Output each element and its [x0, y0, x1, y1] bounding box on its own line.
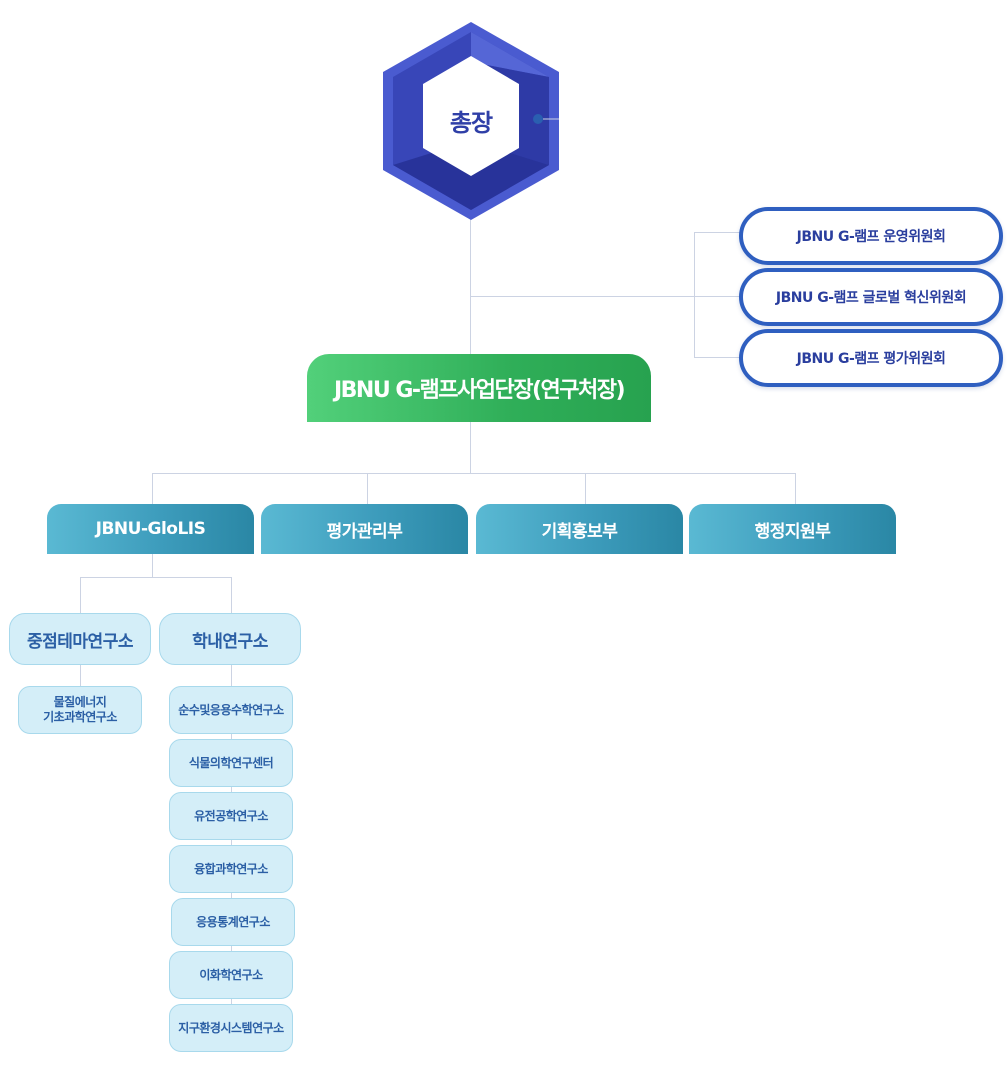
president-label: 총장: [449, 108, 493, 137]
president-hexagon: [383, 22, 559, 220]
connector-committee-spine: [694, 232, 695, 358]
connector-dept-3: [585, 473, 586, 504]
connector-dept-2: [367, 473, 368, 504]
institute-applied-statistics[interactable]: 응용통계연구소: [171, 898, 295, 946]
dept-evaluation-management[interactable]: 평가관리부: [261, 504, 468, 554]
connector-committee-2: [694, 296, 740, 297]
connector-president-director: [470, 205, 471, 355]
dept-administration-support[interactable]: 행정지원부: [689, 504, 896, 554]
connector-to-committees: [470, 296, 695, 297]
institute-materials-energy-line1: 물질에너지: [53, 695, 107, 709]
connector-group1-sub: [80, 665, 81, 687]
group-key-theme-institutes[interactable]: 중점테마연구소: [9, 613, 151, 665]
dept-planning-pr[interactable]: 기획홍보부: [476, 504, 683, 554]
connector-dept-1: [152, 473, 153, 504]
institute-genetic-engineering[interactable]: 유전공학연구소: [169, 792, 293, 840]
connector-glolis-groups: [152, 554, 153, 578]
institute-plant-medicine[interactable]: 식물의학연구센터: [169, 739, 293, 787]
connector-dept-4: [795, 473, 796, 504]
group-campus-institutes[interactable]: 학내연구소: [159, 613, 301, 665]
connector-committee-1: [694, 232, 740, 233]
institute-physical-chemistry[interactable]: 이화학연구소: [169, 951, 293, 999]
connector-committee-3: [694, 357, 740, 358]
connector-group-1: [80, 577, 81, 613]
committee-global-innovation[interactable]: JBNU G-램프 글로벌 혁신위원회: [739, 268, 1003, 326]
hexagon-shape: [383, 22, 559, 220]
institute-materials-energy-line2: 기초과학연구소: [43, 710, 117, 724]
connector-director-depts: [470, 422, 471, 474]
connector-dept-bar: [152, 473, 796, 474]
committee-operation[interactable]: JBNU G-램프 운영위원회: [739, 207, 1003, 265]
institute-pure-applied-math[interactable]: 순수및응용수학연구소: [169, 686, 293, 734]
institute-materials-energy[interactable]: 물질에너지 기초과학연구소: [18, 686, 142, 734]
director-box[interactable]: JBNU G-램프사업단장(연구처장): [307, 354, 651, 422]
dept-glolis[interactable]: JBNU-GloLIS: [47, 504, 254, 554]
committee-evaluation[interactable]: JBNU G-램프 평가위원회: [739, 329, 1003, 387]
institute-earth-environment-systems[interactable]: 지구환경시스템연구소: [169, 1004, 293, 1052]
institute-convergence-science[interactable]: 융합과학연구소: [169, 845, 293, 893]
connector-group-2: [231, 577, 232, 613]
connector-group-bar: [80, 577, 232, 578]
